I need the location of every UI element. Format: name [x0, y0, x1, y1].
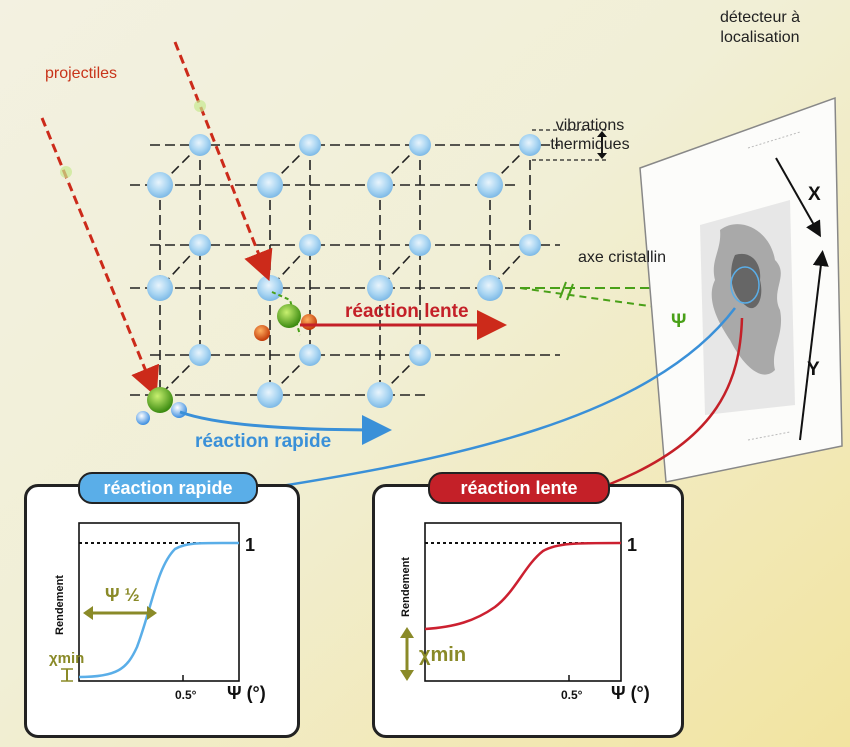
chi-min-arrow-bottom — [400, 670, 414, 681]
x-tick-label: 0.5° — [175, 688, 197, 702]
psi-half-arrow-right — [147, 606, 157, 620]
chi-min-arrow-top — [400, 627, 414, 638]
fast-reaction-title: réaction rapide — [78, 472, 258, 504]
yield-curve — [424, 541, 622, 631]
x-axis-label: Ψ (°) — [611, 683, 650, 703]
fast-reaction-plot-panel: Rendement 1 0.5° Ψ (°) Ψ ½ χmin — [24, 484, 300, 738]
y-axis-label: Rendement — [54, 575, 66, 635]
x-axis-label: Ψ (°) — [227, 683, 266, 703]
detector-label-line1: détecteur à — [720, 9, 800, 26]
psi-half-arrow-left — [83, 606, 93, 620]
thermal-vibration-indicator — [532, 129, 607, 161]
fast-reaction-plot: Rendement 1 0.5° Ψ (°) Ψ ½ χmin — [49, 522, 266, 703]
position-detector — [639, 96, 843, 483]
vibrations-label-line2: thermiques — [550, 136, 629, 153]
slow-reaction-plot: Rendement 1 0.5° Ψ (°) χmin — [400, 522, 650, 703]
saturation-value-label: 1 — [245, 535, 255, 555]
detector-label-line2: localisation — [720, 29, 799, 46]
axis-break-mark — [559, 281, 574, 301]
slow-reaction-label: réaction lente — [345, 301, 469, 322]
psi-angle-label: Ψ — [671, 311, 686, 332]
fast-reaction-label: réaction rapide — [195, 431, 331, 452]
fast-connection-curve — [255, 307, 736, 492]
x-axis-label: X — [808, 184, 821, 205]
vibrations-label-line1: vibrations — [556, 117, 624, 134]
psi-half-label: Ψ ½ — [105, 585, 140, 605]
yield-curve — [78, 541, 240, 679]
saturation-value-label: 1 — [627, 535, 637, 555]
x-tick-label: 0.5° — [561, 688, 583, 702]
chi-min-label: χmin — [419, 644, 466, 666]
y-axis-label: Rendement — [400, 557, 412, 617]
fast-reaction-arrow — [179, 410, 392, 445]
slow-reaction-plot-panel: Rendement 1 0.5° Ψ (°) χmin — [372, 484, 684, 738]
plot-frame — [78, 522, 240, 682]
projectile-paths — [40, 41, 273, 398]
plot-frame — [424, 522, 622, 682]
slow-reaction-title: réaction lente — [428, 472, 610, 504]
y-axis-label: Y — [807, 359, 820, 380]
projectiles-label: projectiles — [45, 65, 117, 82]
lattice-atoms — [147, 134, 541, 408]
slow-connection-curve — [609, 317, 744, 486]
chi-min-label: χmin — [49, 650, 84, 667]
crystal-axis-label: axe cristallin — [578, 249, 666, 266]
